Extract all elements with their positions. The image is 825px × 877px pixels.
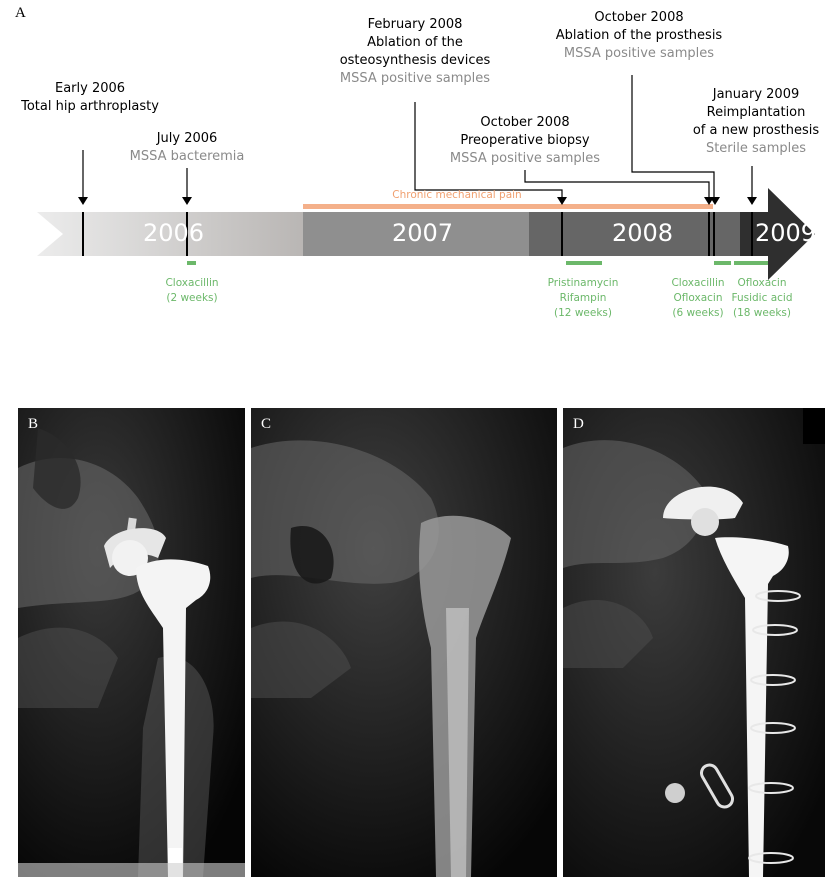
- event-label-6: January 2009 Reimplantation of a new pro…: [693, 86, 819, 158]
- event-1-line-1: Early 2006: [21, 80, 159, 98]
- leader-line: [525, 170, 709, 198]
- event-4-line-2: Preoperative biopsy: [450, 132, 600, 150]
- event-1-line-2: Total hip arthroplasty: [21, 98, 159, 116]
- event-6-line-2: Reimplantation: [693, 104, 819, 122]
- event-label-1: Early 2006 Total hip arthroplasty: [21, 80, 159, 116]
- arrowhead: [557, 197, 567, 205]
- pain-bar: [303, 204, 713, 209]
- event-label-4: October 2008 Preoperative biopsy MSSA po…: [450, 114, 600, 168]
- event-6-line-1: January 2009: [693, 86, 819, 104]
- year-2007: 2007: [392, 219, 453, 247]
- antibiotic-2-line-1: Pristinamycin: [548, 276, 619, 291]
- event-6-line-3: of a new prosthesis: [693, 122, 819, 140]
- event-4-line-3: MSSA positive samples: [450, 150, 600, 168]
- antibiotic-1-line-2: (2 weeks): [165, 291, 218, 306]
- antibiotic-label-1: Cloxacillin (2 weeks): [165, 276, 218, 306]
- arrowhead: [78, 197, 88, 205]
- panel-c-letter: C: [261, 416, 271, 433]
- antibiotic-bar: [734, 261, 768, 265]
- event-3-line-1: February 2008: [340, 16, 491, 34]
- xray-image-c: [251, 408, 557, 877]
- event-3-line-3: osteosynthesis devices: [340, 52, 491, 70]
- panel-d-letter: D: [573, 416, 584, 433]
- antibiotic-bar: [566, 261, 602, 265]
- event-6-line-4: Sterile samples: [693, 140, 819, 158]
- event-3-line-4: MSSA positive samples: [340, 70, 491, 88]
- event-label-5: October 2008 Ablation of the prosthesis …: [556, 9, 722, 63]
- event-2-line-2: MSSA bacteremia: [130, 148, 245, 166]
- event-5-line-2: Ablation of the prosthesis: [556, 27, 722, 45]
- antibiotic-label-2: Pristinamycin Rifampin (12 weeks): [548, 276, 619, 321]
- arrowhead: [182, 197, 192, 205]
- antibiotic-4-line-3: (18 weeks): [732, 306, 793, 321]
- antibiotic-2-line-2: Rifampin: [548, 291, 619, 306]
- antibiotic-4-line-2: Fusidic acid: [732, 291, 793, 306]
- antibiotic-1-line-1: Cloxacillin: [165, 276, 218, 291]
- year-2008: 2008: [612, 219, 673, 247]
- antibiotic-bar: [714, 261, 731, 265]
- antibiotic-label-3: Cloxacillin Ofloxacin (6 weeks): [671, 276, 724, 321]
- event-2-line-1: July 2006: [130, 130, 245, 148]
- antibiotic-4-line-1: Ofloxacin: [732, 276, 793, 291]
- year-2006: 2006: [143, 219, 204, 247]
- event-3-line-2: Ablation of the: [340, 34, 491, 52]
- panel-b-letter: B: [28, 416, 38, 433]
- year-2009: 2009: [755, 219, 816, 247]
- xray-panel-c: C: [251, 408, 557, 877]
- antibiotic-label-4: Ofloxacin Fusidic acid (18 weeks): [732, 276, 793, 321]
- event-4-line-1: October 2008: [450, 114, 600, 132]
- antibiotic-bar: [187, 261, 196, 265]
- xray-image-b: [18, 408, 245, 877]
- xray-image-d: [563, 408, 825, 877]
- pain-label: Chronic mechanical pain: [392, 189, 521, 201]
- arrowhead: [747, 197, 757, 205]
- antibiotic-2-line-3: (12 weeks): [548, 306, 619, 321]
- antibiotic-3-line-3: (6 weeks): [671, 306, 724, 321]
- xray-panel-d: D: [563, 408, 825, 877]
- antibiotic-3-line-2: Ofloxacin: [671, 291, 724, 306]
- event-5-line-1: October 2008: [556, 9, 722, 27]
- event-label-3: February 2008 Ablation of the osteosynth…: [340, 16, 491, 88]
- xray-panel-b: B: [18, 408, 245, 877]
- event-label-2: July 2006 MSSA bacteremia: [130, 130, 245, 166]
- event-5-line-3: MSSA positive samples: [556, 45, 722, 63]
- antibiotic-3-line-1: Cloxacillin: [671, 276, 724, 291]
